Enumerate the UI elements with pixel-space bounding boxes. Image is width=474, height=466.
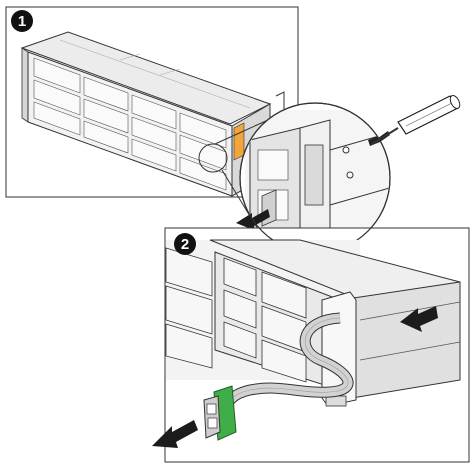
screwdriver-icon — [368, 95, 461, 146]
remove-board-arrow-icon — [152, 420, 198, 448]
step-1-badge: 1 — [11, 10, 33, 32]
zoom-source-circle — [198, 143, 228, 173]
zoom-detail — [236, 102, 391, 254]
drive-bays — [33, 57, 227, 191]
step-1-number: 1 — [18, 13, 26, 30]
step-2-badge: 2 — [174, 233, 196, 255]
side-bracket-highlight — [233, 122, 245, 161]
ribbon-cable — [220, 312, 354, 410]
usb-board — [203, 385, 237, 441]
drive-bays-2 — [165, 247, 307, 383]
panel-step-2: 2 — [152, 102, 470, 463]
step-2-number: 2 — [181, 236, 189, 253]
insert-arrow-icon — [400, 306, 438, 332]
